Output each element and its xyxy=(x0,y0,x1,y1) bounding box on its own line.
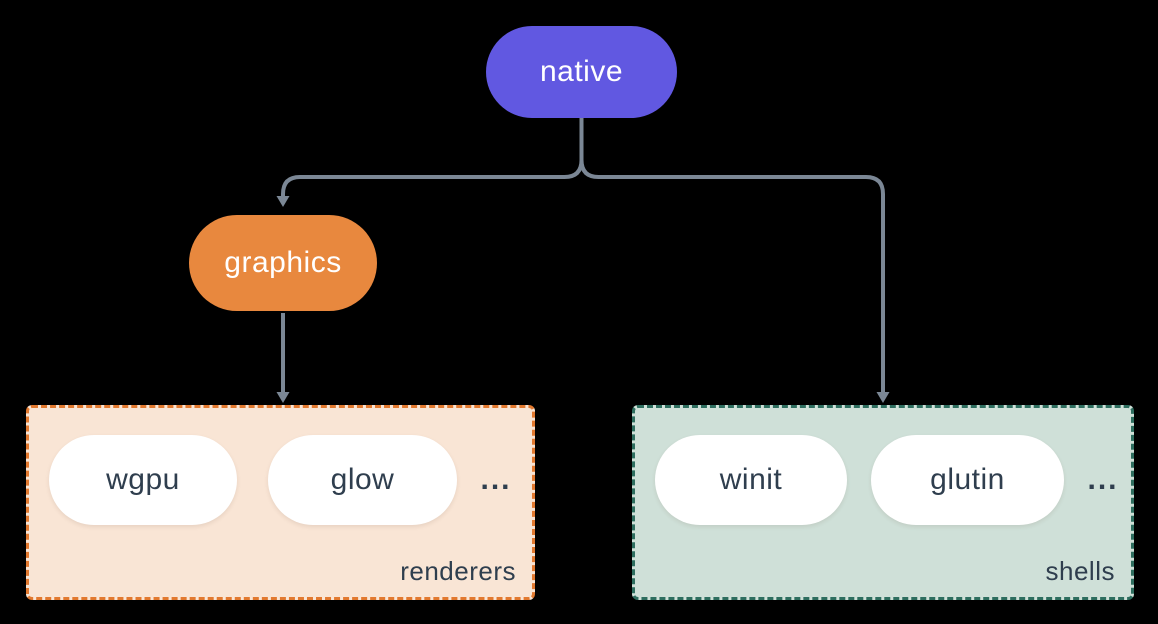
node-winit-label: winit xyxy=(719,463,783,496)
node-glow-label: glow xyxy=(330,463,395,496)
node-glutin: glutin xyxy=(871,435,1064,525)
renderers-ellipsis: ... xyxy=(480,463,512,496)
node-wgpu: wgpu xyxy=(49,435,237,525)
node-graphics: graphics xyxy=(189,215,377,311)
arrowhead-graphics-icon xyxy=(276,196,290,207)
group-shells: winit glutin ... shells xyxy=(632,405,1134,600)
node-winit: winit xyxy=(655,435,847,525)
edge-native-to-shells xyxy=(579,118,885,392)
arrowhead-renderers-icon xyxy=(276,392,290,403)
shells-ellipsis: ... xyxy=(1087,463,1119,496)
node-glow: glow xyxy=(268,435,457,525)
group-shells-label: shells xyxy=(1045,556,1115,586)
edge-native-to-graphics xyxy=(281,118,584,196)
node-wgpu-label: wgpu xyxy=(106,463,180,496)
node-native: native xyxy=(486,26,677,118)
group-renderers: wgpu glow ... renderers xyxy=(26,405,535,600)
group-renderers-label: renderers xyxy=(400,556,516,586)
node-glutin-label: glutin xyxy=(930,463,1005,496)
arrowhead-shells-icon xyxy=(876,392,890,403)
node-native-label: native xyxy=(539,55,624,88)
node-graphics-label: graphics xyxy=(224,246,342,279)
